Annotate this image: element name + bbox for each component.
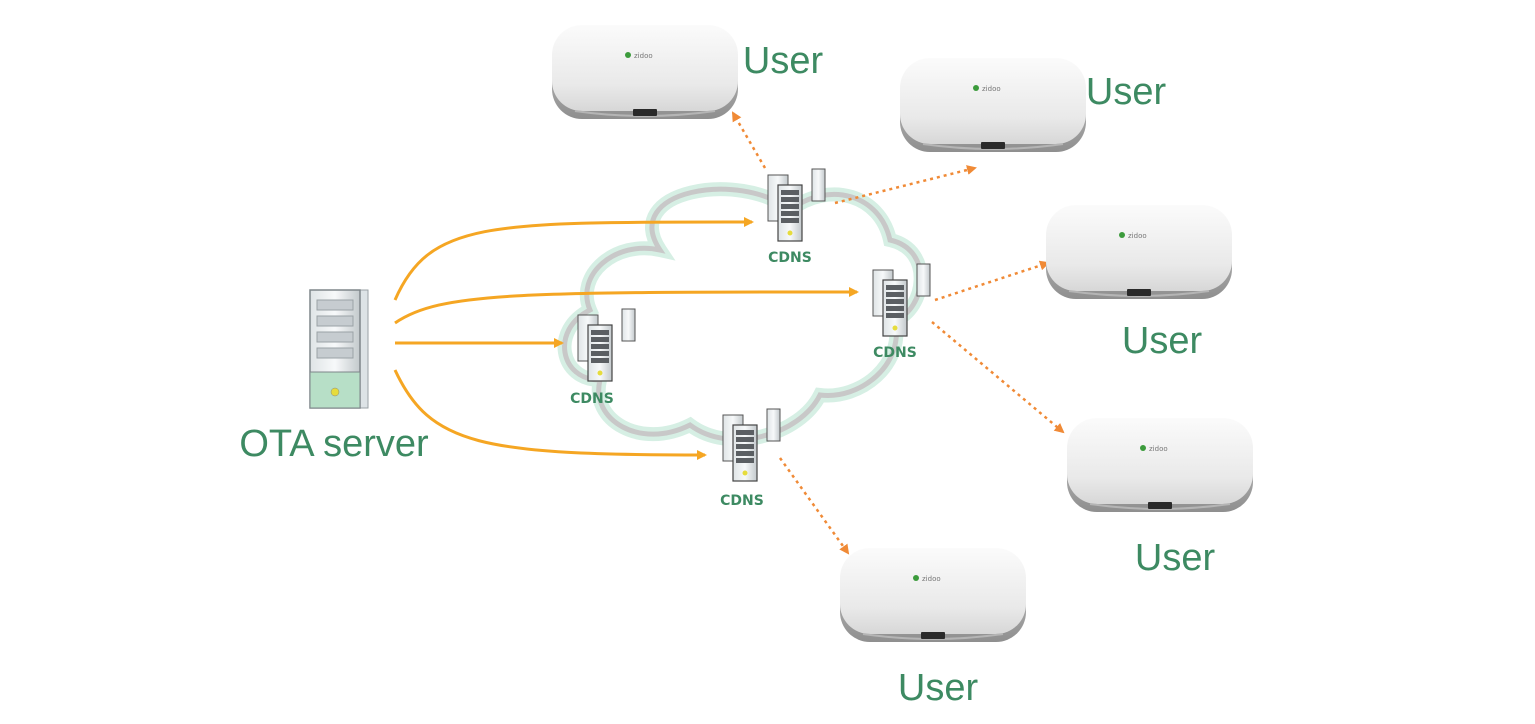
brand-logo-text: zidoo <box>922 575 941 583</box>
brand-logo-text: zidoo <box>1149 445 1168 453</box>
user-device: zidoo User <box>1066 417 1254 579</box>
cdns-node: CDNS <box>720 408 781 509</box>
user-label: User <box>1135 537 1216 579</box>
cdns-label: CDNS <box>768 250 812 266</box>
cdns-node: CDNS <box>570 308 636 407</box>
user-device: zidoo User <box>899 57 1167 153</box>
user-arrow <box>934 260 1050 302</box>
user-arrow <box>834 165 977 205</box>
user-arrows <box>731 111 1065 555</box>
brand-logo-text: zidoo <box>634 52 653 60</box>
set-top-box-icon: zidoo <box>1045 204 1233 300</box>
set-top-box-icon: zidoo <box>899 57 1087 153</box>
set-top-box-icon: zidoo <box>839 547 1027 643</box>
user-label: User <box>1122 320 1203 362</box>
cdns-label: CDNS <box>570 391 614 407</box>
cdns-server-icon <box>722 408 781 482</box>
server-arrow <box>394 287 859 325</box>
user-device: zidoo User <box>1045 204 1233 362</box>
user-arrow <box>778 457 850 555</box>
cloud-icon <box>557 182 928 447</box>
brand-logo-text: zidoo <box>1128 232 1147 240</box>
server-tower-icon <box>309 289 369 409</box>
user-device: zidoo User <box>551 24 824 120</box>
set-top-box-icon: zidoo <box>551 24 739 120</box>
set-top-box-icon: zidoo <box>1066 417 1254 513</box>
user-label: User <box>743 40 824 82</box>
server-arrow <box>393 369 707 460</box>
user-arrow <box>731 111 767 169</box>
cdns-label: CDNS <box>720 493 764 509</box>
brand-logo-text: zidoo <box>982 85 1001 93</box>
cdns-server-icon <box>577 308 636 382</box>
server-arrow <box>393 216 754 301</box>
user-arrow <box>931 321 1065 434</box>
cdns-node: CDNS <box>767 168 826 266</box>
user-label: User <box>1086 71 1167 113</box>
ota-server: OTA server <box>239 289 429 465</box>
server-arrows <box>393 216 859 460</box>
cdns-server-icon <box>767 168 826 242</box>
ota-server-label: OTA server <box>239 423 429 465</box>
cdns-node: CDNS <box>872 263 931 361</box>
cdns-label: CDNS <box>873 345 917 361</box>
user-device: zidoo User <box>839 547 1027 709</box>
user-label: User <box>898 667 979 709</box>
